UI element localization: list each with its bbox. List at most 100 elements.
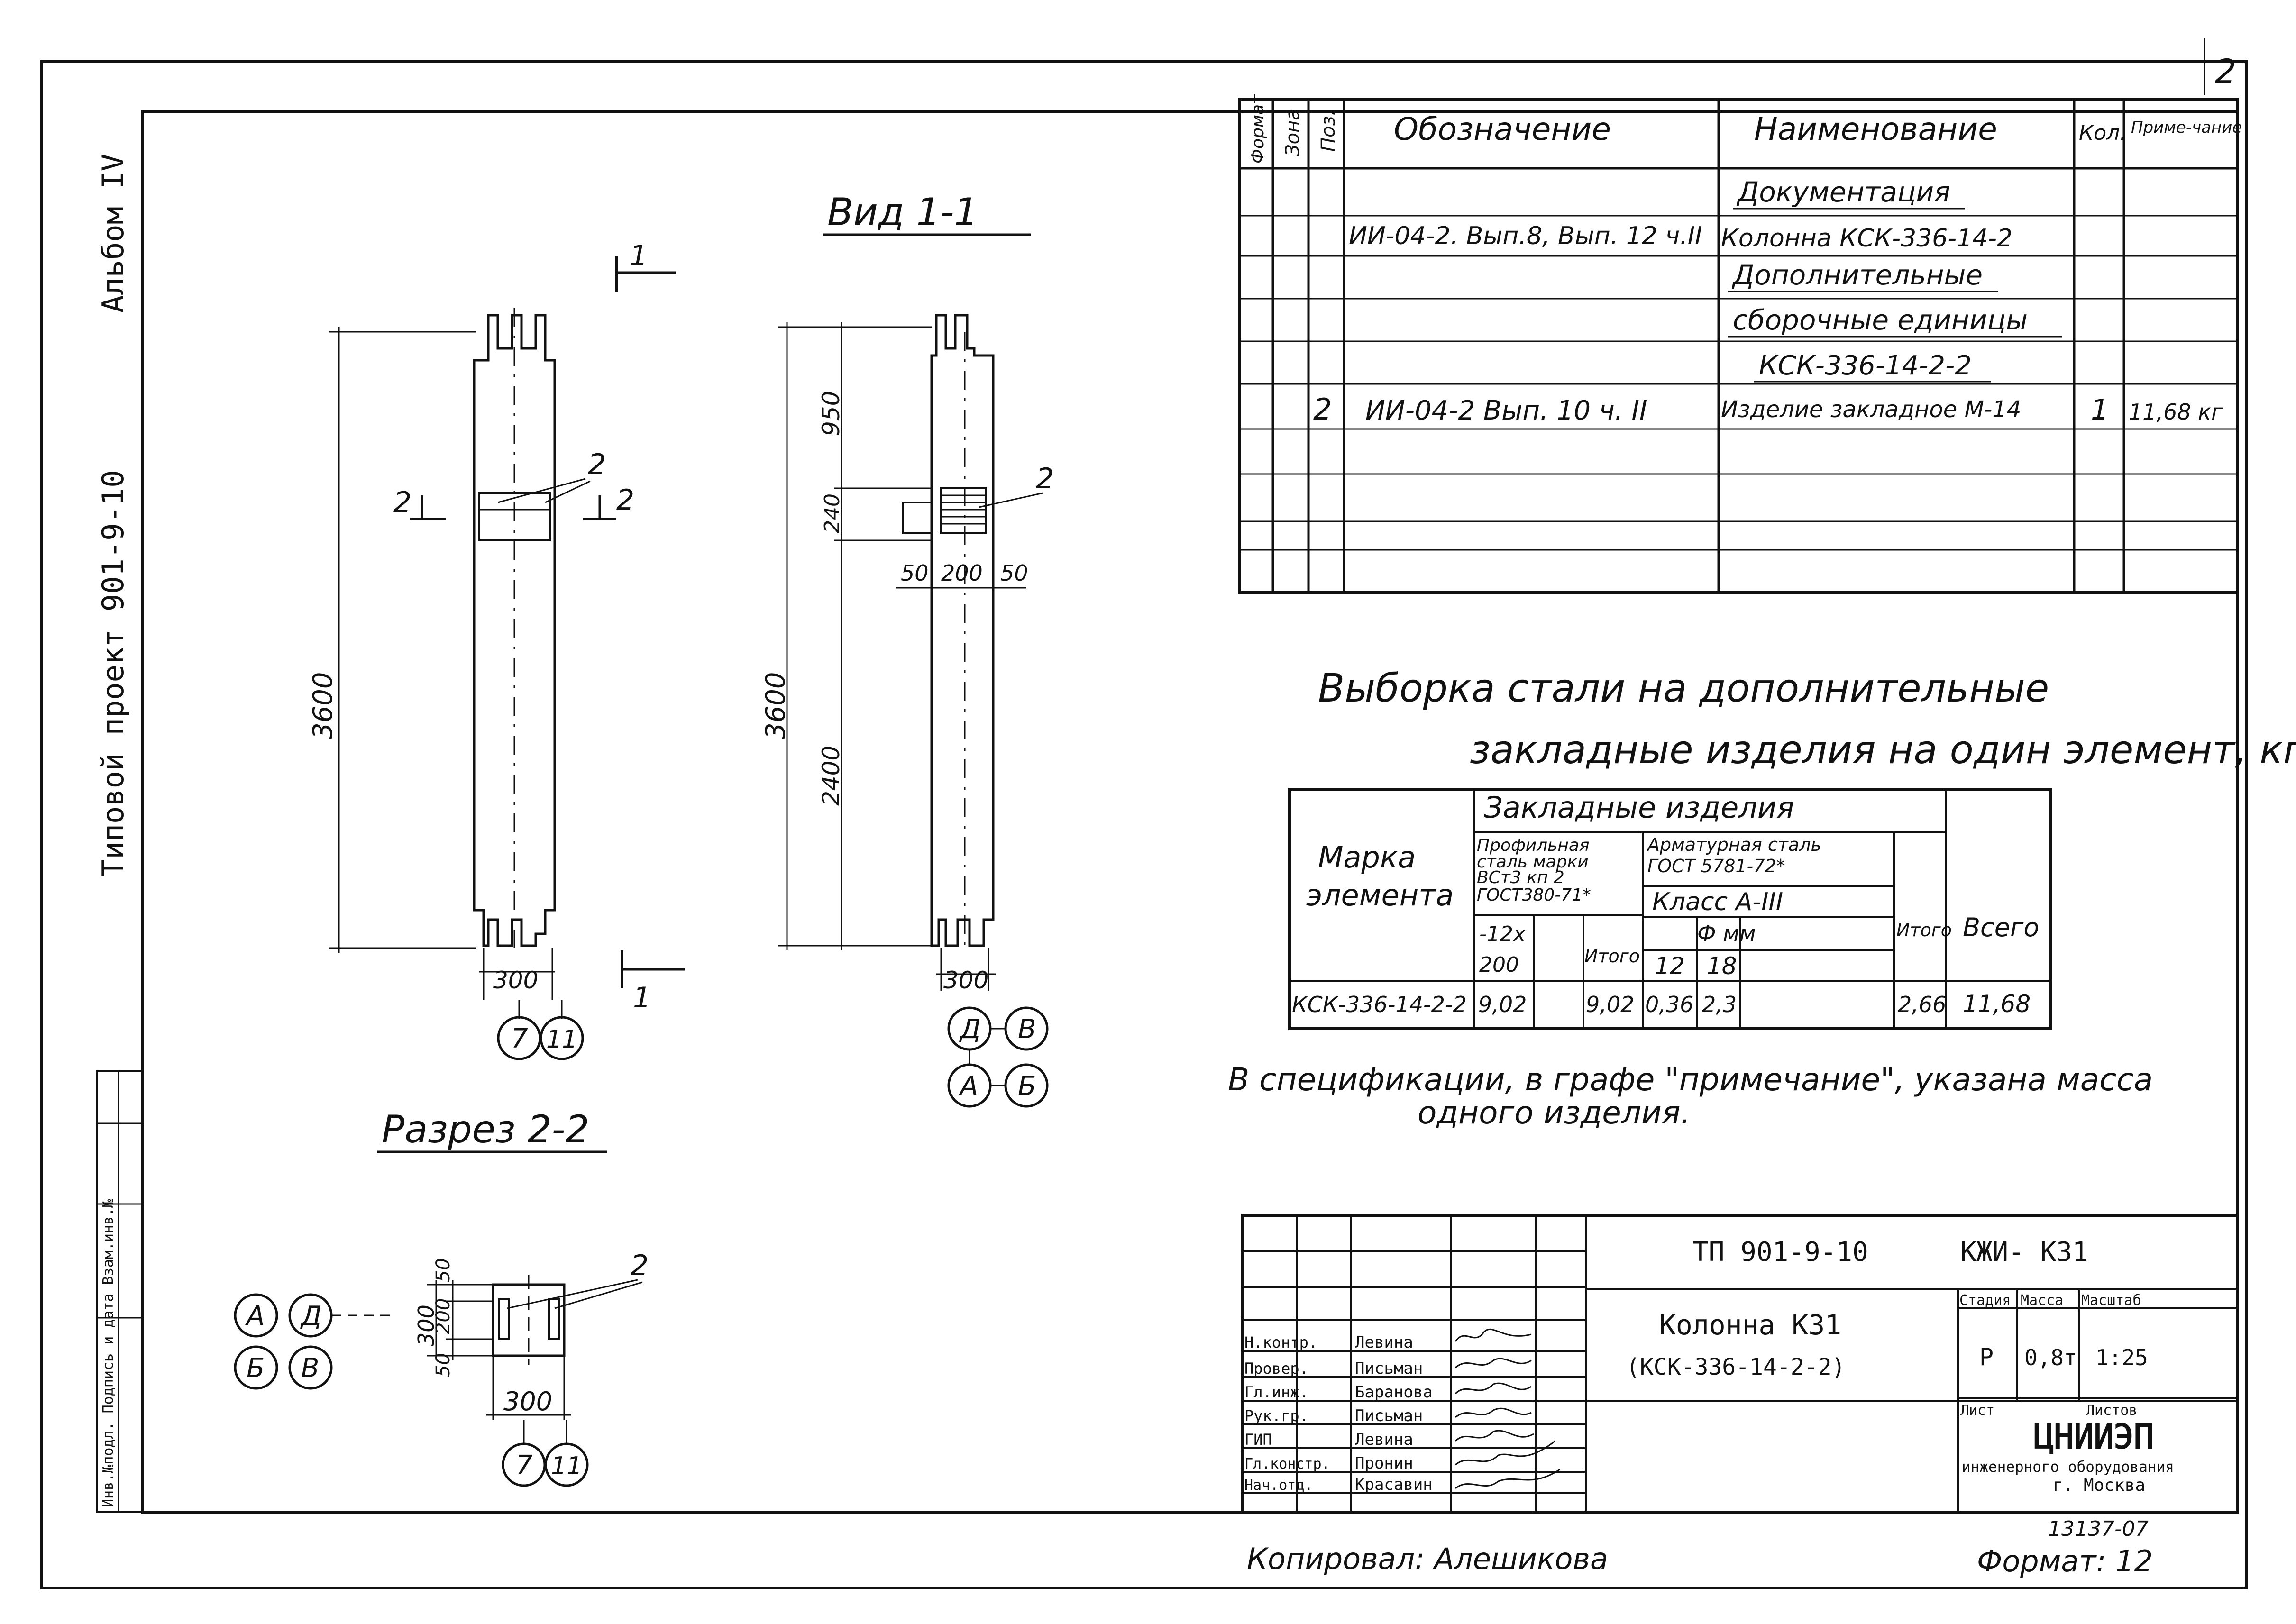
tb-mass-label: Масса [2021, 1292, 2063, 1309]
tb-stage-label: Стадия [1959, 1292, 2011, 1309]
dim-950: 950 [817, 391, 845, 436]
spec-h-format: Формат [1248, 94, 1268, 164]
note-line2: одного изделия. [1418, 1095, 1691, 1131]
tb-sheet-code: КЖИ- К31 [1960, 1237, 2088, 1268]
steel-size-12x200-2: 200 [1479, 953, 1519, 977]
tb-stage: Р [1979, 1343, 1994, 1371]
sec-dim-300-side: 300 [413, 1305, 439, 1346]
tb-sheet-label: Лист [1960, 1402, 1994, 1419]
tb-scale-label: Масштаб [2081, 1292, 2141, 1309]
tb-role-name: Красавин [1355, 1475, 1433, 1494]
steel-size-12x200: -12х [1479, 922, 1526, 946]
steel-profile: Профильная [1477, 836, 1590, 855]
pos-2-right: 2 [1036, 462, 1054, 495]
sec-axis-D: Д [300, 1301, 322, 1332]
sec-axis-A: А [245, 1301, 265, 1332]
signatures [1454, 1328, 1560, 1489]
steel-row-mark: КСК-336-14-2-2 [1292, 992, 1467, 1017]
spec-r0-name: Документация [1736, 176, 1950, 208]
tb-role: Нач.отд. [1244, 1477, 1313, 1494]
spec-h-qty: Кол. [2079, 121, 2126, 145]
tb-role-name: Баранова [1355, 1383, 1433, 1402]
spec-h-zone: Зона [1282, 109, 1304, 156]
spec-r5-designation: ИИ-04-2 Вып. 10 ч. II [1365, 395, 1647, 426]
axis-V-label: В [1018, 1014, 1036, 1045]
dim-height-right: 3600 [760, 672, 791, 739]
steel-row-itogo-rebar: 2,66 [1898, 992, 1946, 1017]
steel-row-d12: 0,36 [1645, 992, 1693, 1017]
section-2-2-title: Разрез 2-2 [382, 1107, 589, 1151]
tb-role-name: Письман [1355, 1406, 1423, 1425]
spec-h-note: Приме-чание [2131, 118, 2242, 137]
axis-D-label: Д [959, 1014, 981, 1045]
spec-h-name: Наименование [1754, 111, 1997, 147]
inner-frame [141, 110, 2239, 1514]
spec-h-pos: Поз. [1317, 109, 1339, 152]
tb-role-name: Левина [1355, 1333, 1413, 1352]
dim-height-left: 3600 [308, 672, 338, 739]
section-mark-right: 2 [616, 484, 634, 517]
tb-doc-number: 13137-07 [2048, 1517, 2149, 1541]
sec-axis-7: 7 [516, 1450, 533, 1481]
axis-11-label: 11 [546, 1025, 577, 1054]
dim-2400: 2400 [817, 746, 845, 806]
steel-total: Всего [1963, 912, 2039, 942]
steel-heading-line2: закладные изделия на один элемент, кг [1470, 728, 2296, 773]
tb-role: Рук.гр. [1244, 1407, 1308, 1425]
steel-rebar: Арматурная сталь [1646, 834, 1821, 855]
side-project: Типовой проект 901-9-10 [96, 470, 130, 877]
spec-r1-designation: ИИ-04-2. Вып.8, Вып. 12 ч.II [1349, 222, 1702, 250]
tb-role: Н.контр. [1244, 1333, 1317, 1351]
tb-scale: 1:25 [2095, 1345, 2148, 1370]
cut-mark-bottom: 1 [633, 981, 651, 1014]
steel-itogo-profile: Итого [1584, 946, 1640, 967]
steel-profile-2: сталь марки [1477, 852, 1589, 872]
steel-mark-header-2: элемента [1306, 878, 1454, 912]
sec-axis-11: 11 [551, 1452, 582, 1480]
spec-r2-name: Дополнительные [1731, 259, 1983, 291]
steel-rebar-class: Класс А-III [1652, 888, 1783, 916]
section-mark-left: 2 [393, 486, 412, 519]
sec-dim-300-bottom: 300 [503, 1387, 552, 1416]
steel-table [1288, 788, 2052, 1030]
view-1-1-title: Вид 1-1 [827, 190, 978, 234]
steel-itogo-rebar: Итого [1896, 920, 1952, 940]
steel-row-total: 11,68 [1963, 990, 2031, 1018]
tb-org-line3: г. Москва [2053, 1476, 2145, 1495]
spec-r5-name: Изделие закладное М-14 [1721, 396, 2021, 423]
steel-profile-3: ВСт3 кп 2 [1477, 868, 1564, 887]
tb-sheets-label: Листов [2086, 1402, 2137, 1419]
dim-240: 240 [820, 493, 844, 533]
tb-project-code: ТП 901-9-10 [1692, 1237, 1868, 1268]
steel-row-itogo-profile: 9,02 [1586, 992, 1634, 1017]
pos-2-left: 2 [588, 448, 606, 481]
spec-r5-pos: 2 [1313, 392, 1332, 427]
tb-role-name: Левина [1355, 1430, 1413, 1449]
tb-role-name: Письман [1355, 1359, 1423, 1378]
steel-row-d18: 2,3 [1702, 992, 1737, 1017]
tb-role: Гл.инж. [1244, 1383, 1308, 1401]
tb-name-line1: Колонна К31 [1659, 1309, 1841, 1341]
axis-B-label: Б [1018, 1071, 1036, 1102]
footer-format: Формат: 12 [1977, 1544, 2153, 1578]
spec-h-designation: Обозначение [1394, 111, 1611, 147]
sec-axis-V: В [301, 1353, 319, 1384]
tb-role: ГИП [1244, 1431, 1272, 1449]
stamp-labels: Инв.№подл. Подпись и дата Взам.инв.№ [100, 1199, 117, 1507]
steel-d18: 18 [1707, 952, 1737, 980]
sec-dim-50-bottom: 50 [432, 1353, 454, 1377]
steel-mark-header: Марка [1318, 840, 1416, 875]
dim-50-right: 50 [1000, 560, 1028, 586]
steel-group: Закладные изделия [1484, 790, 1794, 825]
spec-r5-note: 11,68 кг [2129, 399, 2223, 425]
dim-width-right: 300 [943, 967, 988, 994]
corner-mark: 2 [2215, 52, 2236, 91]
specification-table [1238, 98, 2239, 594]
spec-r3-name: сборочные единицы [1733, 304, 2028, 336]
sec-axis-B: Б [247, 1353, 265, 1384]
stamp-strip [96, 1070, 143, 1513]
column-side-view [902, 314, 995, 948]
spec-r4-name: КСК-336-14-2-2 [1759, 350, 1972, 381]
tb-role-name: Пронин [1355, 1454, 1413, 1473]
